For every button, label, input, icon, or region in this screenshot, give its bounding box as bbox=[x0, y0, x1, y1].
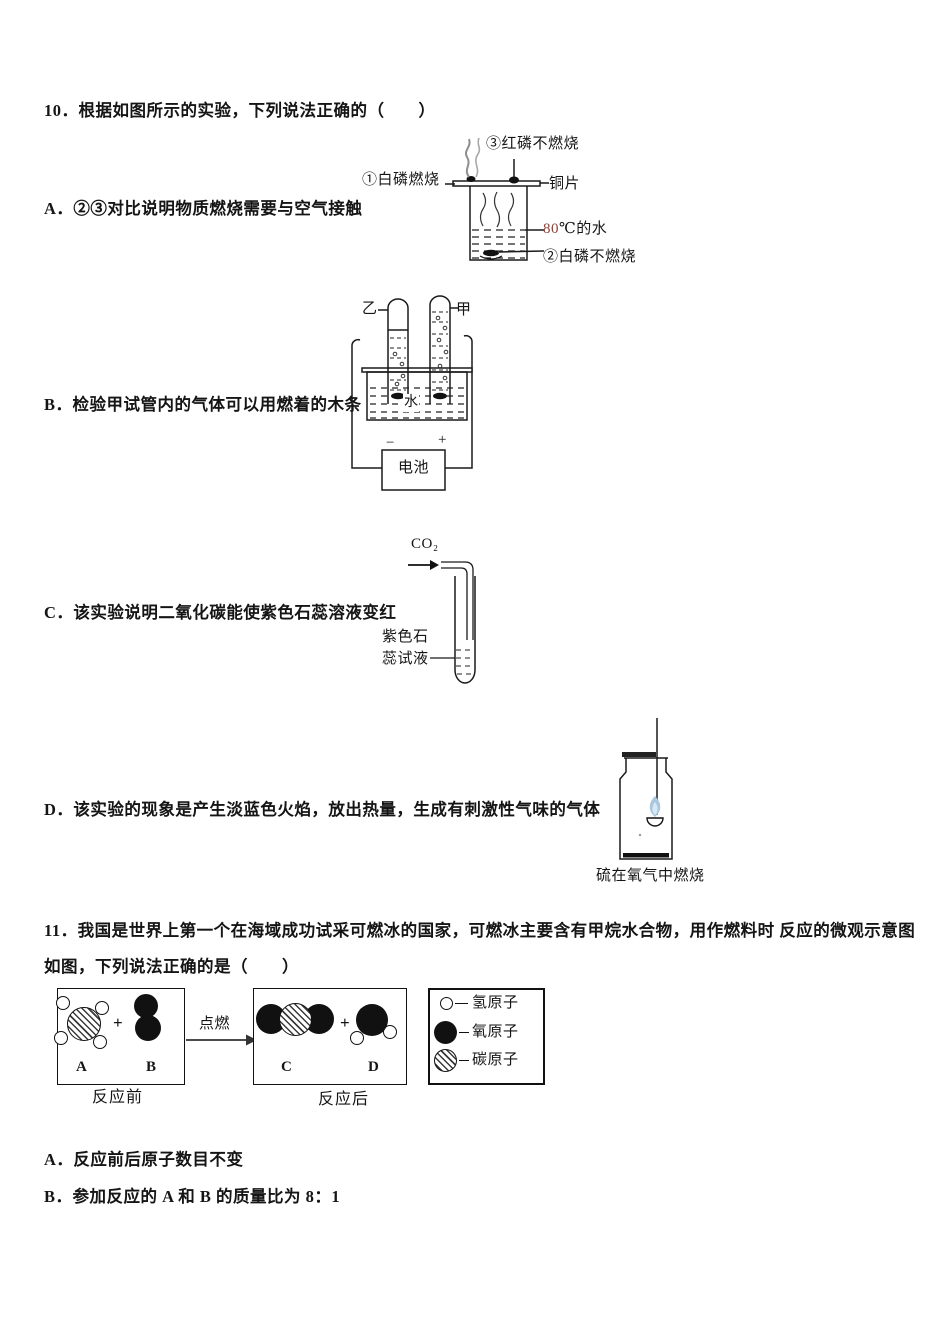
label-battery: 电池 bbox=[397, 460, 429, 476]
q10-option-b: B．检验甲试管内的气体可以用燃着的木条 bbox=[44, 395, 362, 414]
hydrogen-atom bbox=[93, 1035, 107, 1049]
carbon-legend-icon bbox=[434, 1049, 457, 1072]
sulfur-figure-caption: 硫在氧气中燃烧 bbox=[596, 868, 705, 884]
q10-stem: 10．根据如图所示的实验，下列说法正确的（ ） bbox=[44, 101, 436, 120]
q10-option-a: A．②③对比说明物质燃烧需要与空气接触 bbox=[44, 199, 363, 218]
label-white-phosphorus-noburn: ②白磷不燃烧 bbox=[543, 249, 637, 265]
legend-hydrogen-label: 氢原子 bbox=[472, 995, 519, 1011]
hydrogen-legend-icon bbox=[440, 997, 453, 1010]
electrode-right bbox=[433, 392, 447, 400]
label-copper-sheet: 铜片 bbox=[549, 176, 581, 192]
label-tube-yi: 乙 bbox=[362, 301, 378, 317]
label-litmus-line1: 紫色石 bbox=[382, 629, 429, 645]
carbon-atom bbox=[67, 1007, 101, 1041]
hydrogen-atom bbox=[383, 1025, 397, 1039]
label-plus-terminal: + bbox=[438, 432, 447, 448]
hydrogen-atom bbox=[56, 996, 70, 1010]
legend-carbon-label: 碳原子 bbox=[472, 1052, 519, 1068]
legend-dash bbox=[459, 1060, 469, 1061]
co2-litmus-drawing bbox=[408, 560, 476, 684]
reaction-arrow bbox=[186, 1034, 257, 1046]
molecule-b-label: B bbox=[146, 1059, 157, 1075]
before-reaction-caption: 反应前 bbox=[92, 1089, 144, 1106]
flow-arrow bbox=[430, 560, 439, 570]
molecule-a-label: A bbox=[76, 1059, 87, 1075]
q11-stem-line2: 如图，下列说法正确的是（ ） bbox=[44, 957, 299, 976]
combustion-spoon bbox=[646, 817, 664, 827]
after-reaction-caption: 反应后 bbox=[318, 1091, 370, 1108]
hydrogen-atom bbox=[54, 1031, 68, 1045]
label-co2: CO₂ bbox=[411, 536, 439, 552]
oxygen-atom bbox=[135, 1015, 161, 1041]
white-phosphorus-burning-blob bbox=[466, 176, 476, 182]
bottle-bottom-layer bbox=[623, 853, 669, 858]
label-water: 水 bbox=[403, 394, 420, 412]
carbon-atom bbox=[279, 1003, 312, 1036]
molecule-c-label: C bbox=[281, 1059, 292, 1075]
oxygen-atom bbox=[134, 994, 158, 1018]
label-minus-terminal: − bbox=[386, 435, 395, 451]
bottle-lid bbox=[622, 752, 656, 757]
red-phosphorus-blob bbox=[509, 176, 519, 184]
electrolysis-drawing bbox=[351, 295, 473, 491]
label-tube-jia: 甲 bbox=[456, 302, 472, 318]
q11-stem-line1: 11．我国是世界上第一个在海域成功试采可燃冰的国家，可燃冰主要含有甲烷水合物，用… bbox=[44, 921, 916, 940]
molecule-d-label: D bbox=[368, 1059, 379, 1075]
q11-option-b: B．参加反应的 A 和 B 的质量比为 8：1 bbox=[44, 1187, 341, 1206]
phosphorus-experiment-drawing bbox=[445, 137, 549, 261]
label-water-80c: 80℃的水 bbox=[543, 220, 607, 239]
label-white-phosphorus-burning: ①白磷燃烧 bbox=[362, 172, 440, 188]
legend-dash bbox=[459, 1032, 469, 1033]
hydrogen-atom bbox=[95, 1001, 109, 1015]
sulfur-bottle-drawing bbox=[619, 718, 673, 860]
ignite-label: 点燃 bbox=[199, 1016, 231, 1032]
temp-rest: ℃的水 bbox=[559, 221, 608, 237]
legend-dash bbox=[455, 1003, 468, 1004]
products-box bbox=[253, 988, 407, 1085]
legend-oxygen-label: 氧原子 bbox=[472, 1024, 519, 1040]
label-red-phosphorus: ③红磷不燃烧 bbox=[486, 136, 580, 152]
q10-option-c: C．该实验说明二氧化碳能使紫色石蕊溶液变红 bbox=[44, 603, 397, 622]
oxygen-legend-icon bbox=[434, 1021, 457, 1044]
hydrogen-atom bbox=[350, 1031, 364, 1045]
plus-sign: + bbox=[113, 1013, 123, 1032]
plus-sign: + bbox=[340, 1013, 350, 1032]
label-litmus-line2: 蕊试液 bbox=[382, 651, 429, 667]
electrode-left bbox=[391, 392, 405, 400]
q10-option-d: D．该实验的现象是产生淡蓝色火焰，放出热量，生成有刺激性气味的气体 bbox=[44, 800, 601, 819]
oxygen-atom bbox=[356, 1004, 388, 1036]
temp-number: 80 bbox=[543, 221, 559, 237]
q11-option-a: A．反应前后原子数目不变 bbox=[44, 1150, 244, 1169]
smoke-plume bbox=[465, 137, 481, 178]
white-phosphorus-underwater-blob bbox=[483, 249, 499, 257]
